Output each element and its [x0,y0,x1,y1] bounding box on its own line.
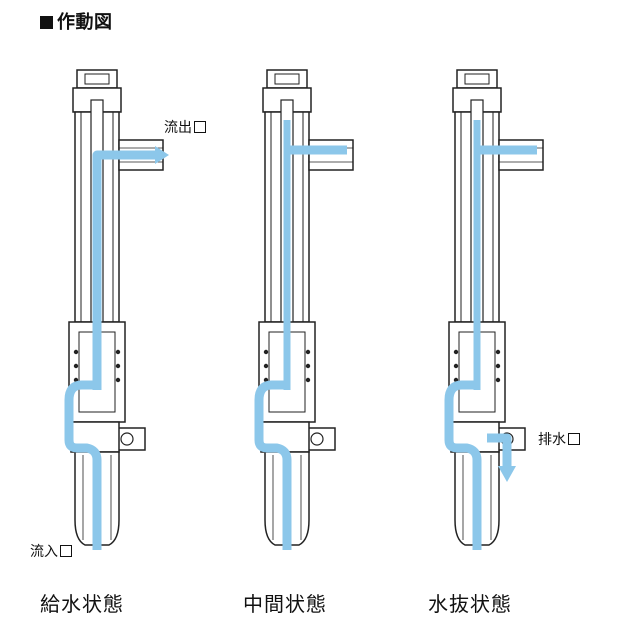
outlet-label: 流出 [164,117,206,137]
valve-intermediate-state [254,69,354,550]
state-label-feed: 給水状態 [40,592,124,616]
outlet-label-text: 流出 [164,120,192,136]
diagram-title: 作動図 [40,8,113,34]
title-text: 作動図 [57,12,113,33]
drain-arrow-icon [498,466,516,482]
outlet-arrow-icon [155,146,169,164]
inlet-label: 流入 [30,541,72,561]
drain-label: 排水 [538,429,580,449]
valve-feed-state [64,69,169,550]
outlet-box-icon [194,121,206,133]
drain-box-icon [568,433,580,445]
state-label-intermediate: 中間状態 [243,592,327,616]
valve-drain-state [444,69,544,550]
state-label-drain: 水抜状態 [428,592,512,616]
inlet-box-icon [60,545,72,557]
drain-label-text: 排水 [538,432,566,448]
inlet-label-text: 流入 [30,544,58,560]
title-square-icon [40,16,53,29]
